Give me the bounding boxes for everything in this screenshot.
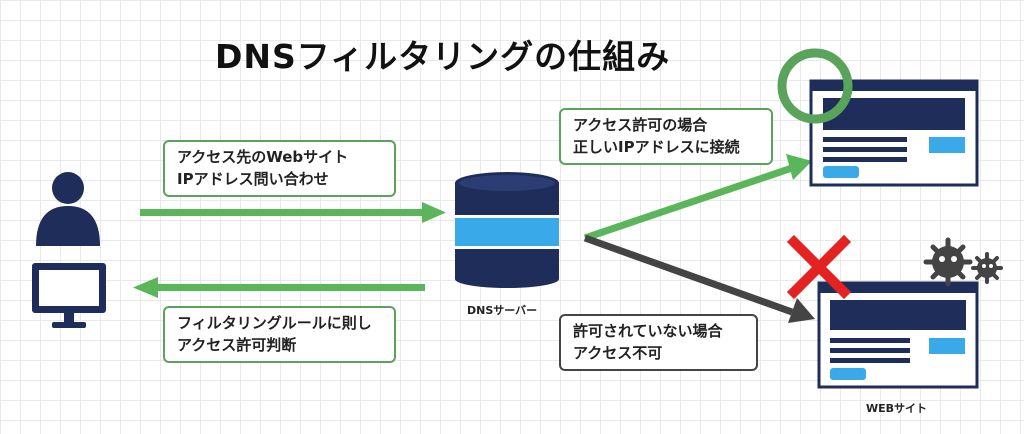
denied-callout-line-1: 許可されていない場合 [573, 322, 723, 340]
safe-website-icon [809, 79, 979, 187]
query-callout: アクセス先のWebサイト IPアドレス問い合わせ [163, 140, 396, 197]
virus-icon [923, 237, 973, 287]
query-arrow [140, 202, 446, 223]
allowed-callout: アクセス許可の場合 正しいIPアドレスに接続 [559, 108, 773, 165]
malicious-website-icon [817, 281, 979, 389]
allowed-arrow [583, 154, 812, 242]
denied-arrow [583, 234, 815, 323]
dns-server-icon [455, 172, 559, 288]
reply-callout-line-2: アクセス許可判断 [177, 336, 297, 354]
allowed-callout-line-2: 正しいIPアドレスに接続 [573, 138, 740, 156]
dns-server-label: DNSサーバー [467, 304, 538, 317]
reply-callout-line-1: フィルタリングルールに則し [177, 314, 372, 332]
ok-ring-icon [777, 48, 853, 124]
allowed-callout-line-1: アクセス許可の場合 [573, 116, 708, 134]
denied-callout-line-2: アクセス不可 [573, 344, 663, 362]
diagram-title: DNSフィルタリングの仕組み [215, 37, 671, 76]
website-label: WEBサイト [866, 402, 928, 415]
user-icon [36, 172, 100, 246]
denied-callout: 許可されていない場合 アクセス不可 [559, 314, 758, 371]
reply-arrow [133, 277, 425, 298]
deny-cross-icon [786, 234, 852, 300]
virus-icon-small [971, 252, 1003, 284]
query-callout-line-1: アクセス先のWebサイト [177, 148, 349, 166]
reply-callout: フィルタリングルールに則し アクセス許可判断 [163, 306, 396, 363]
query-callout-line-2: IPアドレス問い合わせ [177, 170, 329, 188]
monitor-icon [32, 263, 106, 328]
